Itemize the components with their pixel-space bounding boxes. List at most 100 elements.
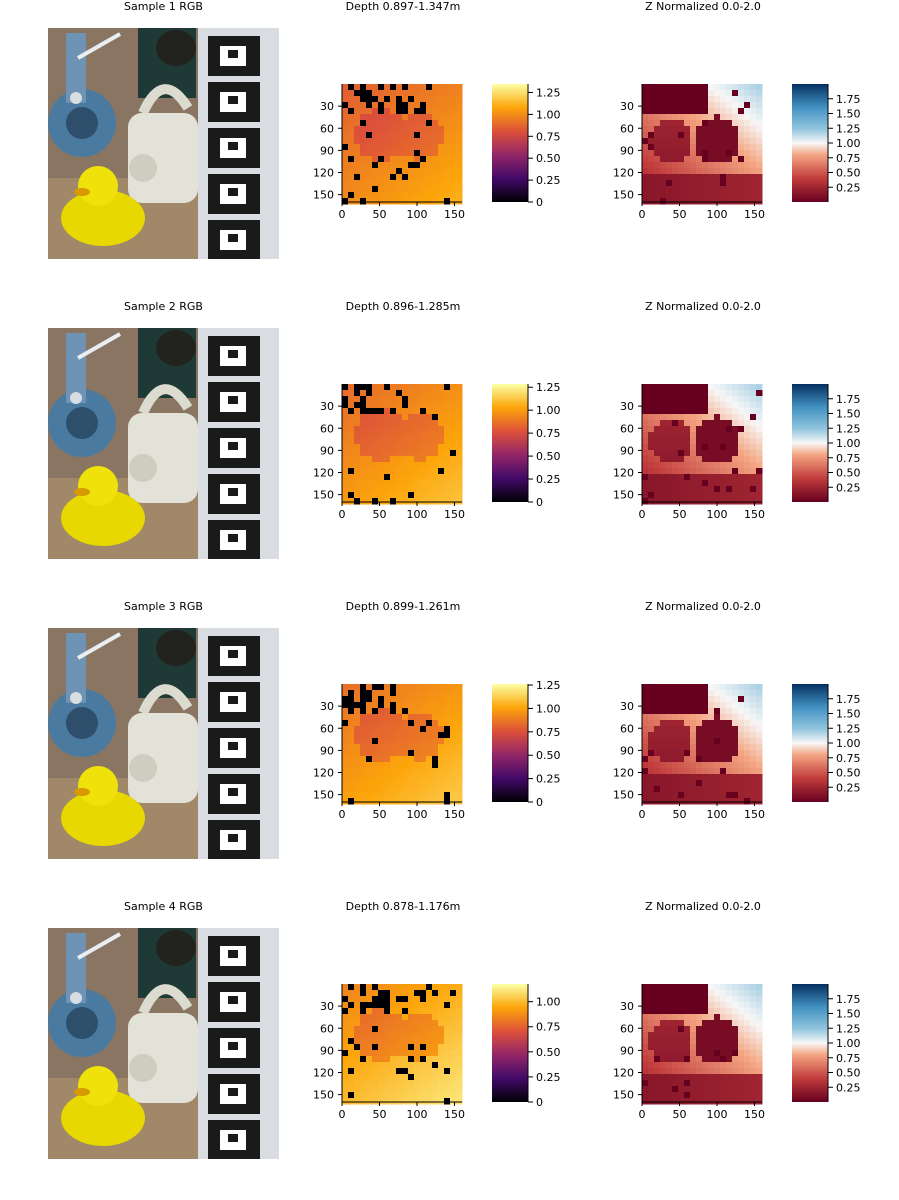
depth-cell	[378, 768, 385, 775]
z-cell	[678, 744, 685, 751]
z-cell	[750, 768, 757, 775]
depth-cell	[384, 498, 391, 505]
z-cell	[678, 450, 685, 457]
z-cell	[750, 1008, 757, 1015]
z-cell	[642, 1074, 649, 1081]
colorbar-tick-label: 0.25	[536, 473, 561, 486]
z-cell	[720, 1038, 727, 1045]
depth-cell	[408, 192, 415, 199]
z-cell	[678, 1020, 685, 1027]
z-cell	[654, 774, 661, 781]
z-cell	[648, 774, 655, 781]
z-cell	[756, 714, 763, 721]
depth-cell	[384, 1038, 391, 1045]
z-cell	[702, 1092, 709, 1099]
z-cell	[648, 1092, 655, 1099]
depth-cell	[450, 132, 457, 139]
z-cell	[714, 426, 721, 433]
depth-cell	[432, 426, 439, 433]
z-cell	[738, 150, 745, 157]
z-cell	[672, 984, 679, 991]
depth-cell	[348, 108, 355, 115]
z-cell	[684, 180, 691, 187]
z-cell	[696, 486, 703, 493]
depth-cell	[432, 762, 439, 769]
depth-cell	[438, 186, 445, 193]
z-cell	[702, 708, 709, 715]
depth-cell	[456, 990, 463, 997]
z-cell	[744, 1068, 751, 1075]
z-cell	[750, 174, 757, 181]
z-cell	[714, 1092, 721, 1099]
z-cell	[738, 1038, 745, 1045]
z-cell	[732, 120, 739, 127]
z-cell	[702, 744, 709, 751]
y-tick-label: 150	[313, 189, 334, 202]
z-cell	[726, 144, 733, 151]
depth-cell	[390, 684, 397, 691]
depth-cell	[444, 102, 451, 109]
depth-cell	[438, 162, 445, 169]
depth-cell	[456, 498, 463, 505]
colorbar-tick-label: 0.50	[836, 767, 861, 780]
z-cell	[732, 1068, 739, 1075]
z-cell	[696, 786, 703, 793]
z-cell	[642, 402, 649, 409]
depth-cell	[384, 1098, 391, 1105]
z-cell	[666, 414, 673, 421]
depth-cell	[432, 1068, 439, 1075]
depth-cell	[348, 1098, 355, 1105]
z-cell	[756, 192, 763, 199]
z-cell	[684, 468, 691, 475]
z-cell	[654, 1074, 661, 1081]
z-cell	[702, 408, 709, 415]
depth-cell	[408, 198, 415, 205]
depth-cell	[372, 738, 379, 745]
z-cell	[672, 792, 679, 799]
depth-cell	[366, 720, 373, 727]
depth-cell	[390, 138, 397, 145]
z-cell	[702, 774, 709, 781]
depth-cell	[396, 1002, 403, 1009]
z-cell	[660, 1092, 667, 1099]
depth-cell	[354, 126, 361, 133]
depth-cell	[432, 396, 439, 403]
depth-cell	[348, 762, 355, 769]
depth-cell	[348, 1020, 355, 1027]
z-cell	[696, 408, 703, 415]
z-cell	[714, 438, 721, 445]
depth-cell	[432, 768, 439, 775]
z-cell	[750, 1086, 757, 1093]
depth-cell	[396, 732, 403, 739]
z-cell	[720, 714, 727, 721]
z-cell	[672, 990, 679, 997]
z-cell	[702, 156, 709, 163]
colorbar	[492, 84, 528, 202]
depth-cell	[354, 168, 361, 175]
z-cell	[648, 192, 655, 199]
z-cell	[696, 750, 703, 757]
z-cell	[684, 762, 691, 769]
depth-cell	[414, 1086, 421, 1093]
z-cell	[756, 480, 763, 487]
z-cell	[666, 1050, 673, 1057]
z-cell	[660, 492, 667, 499]
depth-cell	[408, 90, 415, 97]
z-cell	[648, 726, 655, 733]
depth-cell	[348, 792, 355, 799]
depth-cell	[354, 1044, 361, 1051]
depth-cell	[456, 156, 463, 163]
depth-cell	[444, 1050, 451, 1057]
depth-cell	[432, 114, 439, 121]
z-cell	[732, 132, 739, 139]
z-cell	[660, 1056, 667, 1063]
z-cell	[750, 684, 757, 691]
depth-cell	[378, 1032, 385, 1039]
depth-cell	[378, 798, 385, 805]
z-cell	[690, 180, 697, 187]
y-tick-label: 150	[313, 789, 334, 802]
depth-title: Depth 0.878-1.176m	[345, 900, 461, 913]
depth-cell	[396, 132, 403, 139]
